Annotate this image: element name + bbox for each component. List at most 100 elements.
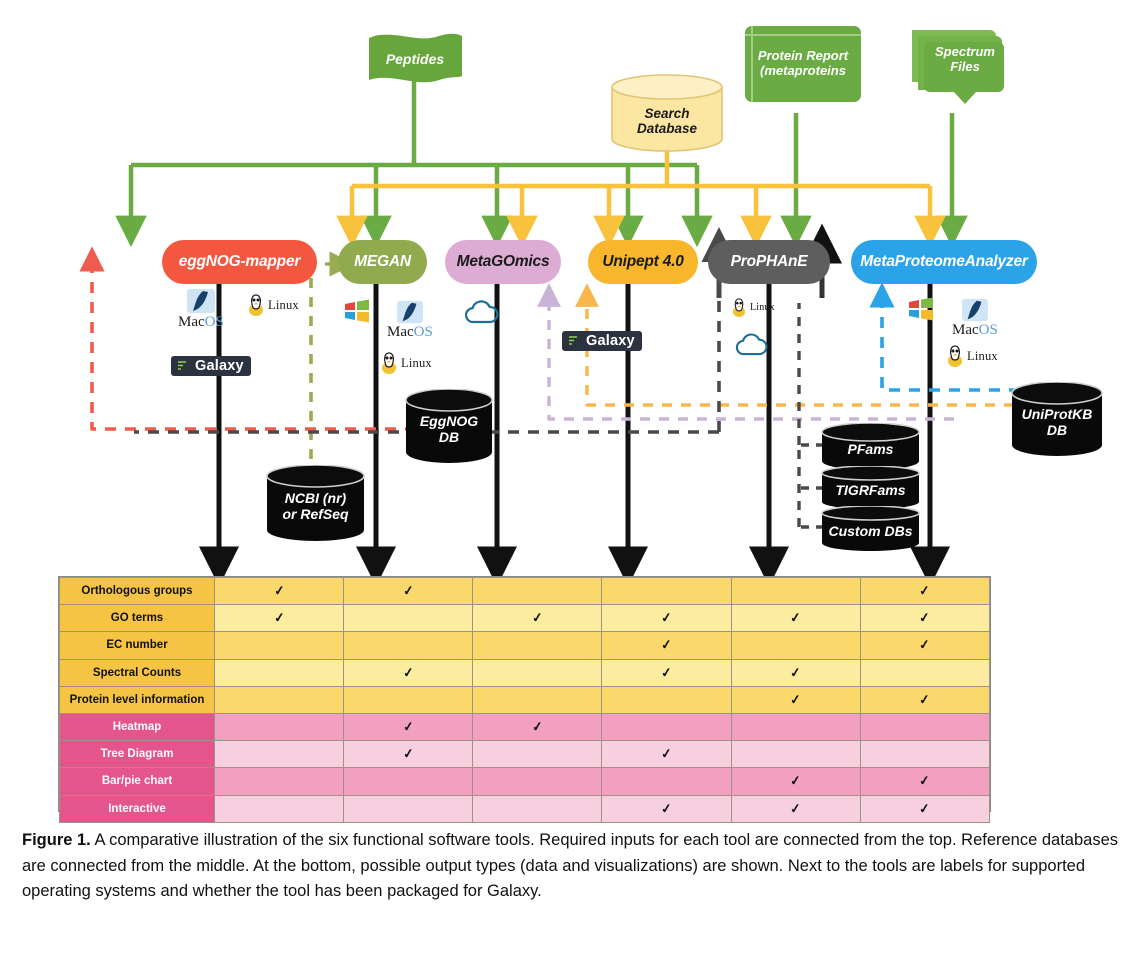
table-row: Orthologous groups✓✓✓ (59, 576, 991, 606)
check-icon: ✓ (789, 609, 802, 626)
cylinder-shape-icon (405, 389, 493, 463)
matrix-cell-megan (343, 631, 474, 660)
cylinder-shape-icon (611, 74, 723, 152)
input-spectrum-files[interactable]: Spectrum Files (908, 26, 1010, 106)
check-icon: ✓ (789, 772, 802, 789)
matrix-row-label: Interactive (59, 794, 215, 823)
linux-icon (249, 294, 263, 316)
cloud-icon (464, 300, 499, 324)
linux-icon (948, 345, 962, 367)
matrix-cell-megan: ✓ (343, 658, 474, 687)
tool-unipept[interactable]: Unipept 4.0 (588, 240, 698, 284)
matrix-row-label: Bar/pie chart (59, 767, 215, 796)
tool-megan-label: MEGAN (354, 253, 411, 270)
matrix-cell-megan (343, 604, 474, 633)
matrix-cell-prophane (730, 740, 861, 769)
check-icon: ✓ (402, 745, 415, 762)
matrix-cell-prophane (730, 712, 861, 742)
badge-macos-megan: MacOS (387, 300, 433, 341)
check-icon: ✓ (660, 609, 673, 626)
badge-macos-label: MacOS (952, 322, 998, 338)
matrix-cell-megan (343, 767, 474, 796)
check-icon: ✓ (402, 582, 415, 599)
badge-galaxy-label: Galaxy (586, 333, 635, 349)
windows-icon (345, 299, 369, 323)
cylinder-shape-icon (821, 466, 920, 509)
badge-linux-label: Linux (268, 297, 299, 312)
check-icon: ✓ (660, 800, 673, 817)
matrix-cell-eggnog-mapper (213, 740, 345, 769)
db-ncbi-label: NCBI (nr) or RefSeq (282, 489, 349, 522)
check-icon: ✓ (918, 609, 932, 626)
badge-linux-prophane: Linux (731, 298, 775, 317)
document-stack-shape-icon (912, 30, 1004, 104)
matrix-cell-metaproteomeanalyzer: ✓ (859, 685, 991, 714)
flag-shape-icon (369, 33, 462, 83)
input-peptides[interactable]: Peptides (365, 30, 465, 90)
badge-galaxy-metagomics: Galaxy (562, 331, 642, 351)
matrix-cell-metagomics (472, 631, 603, 660)
matrix-row-label: Spectral Counts (59, 658, 215, 687)
check-icon: ✓ (918, 691, 932, 708)
matrix-cell-prophane (730, 576, 861, 606)
galaxy-icon (566, 334, 582, 348)
tool-megan[interactable]: MEGAN (338, 240, 427, 284)
badge-linux-megan: Linux (380, 352, 432, 374)
windows-icon (909, 297, 933, 321)
check-icon: ✓ (272, 609, 286, 626)
input-protein-report[interactable]: Protein Report (metaproteins (743, 24, 863, 104)
tool-eggnog-mapper[interactable]: eggNOG-mapper (162, 240, 317, 284)
db-eggnog-label: EggNOG DB (419, 412, 479, 445)
output-matrix-table: Orthologous groups✓✓✓GO terms✓✓✓✓✓EC num… (59, 576, 991, 823)
linux-icon (732, 298, 746, 317)
db-uniprotkb[interactable]: UniProtKB DB (1010, 382, 1104, 458)
table-row: Tree Diagram✓✓ (59, 740, 991, 769)
matrix-cell-eggnog-mapper (213, 631, 345, 660)
figure-caption: Figure 1. A comparative illustration of … (22, 828, 1120, 905)
db-ncbi[interactable]: NCBI (nr) or RefSeq (265, 465, 366, 543)
tool-metaproteomeanalyzer[interactable]: MetaProteomeAnalyzer (851, 240, 1037, 284)
db-eggnog[interactable]: EggNOG DB (404, 389, 494, 465)
tool-metagomics[interactable]: MetaGOmics (445, 240, 561, 284)
matrix-cell-metaproteomeanalyzer (859, 740, 991, 769)
matrix-cell-metagomics: ✓ (472, 604, 603, 633)
check-icon: ✓ (789, 691, 802, 708)
matrix-row-label: Protein level information (59, 685, 215, 714)
check-icon: ✓ (918, 582, 932, 599)
db-pfams-label: PFams (847, 441, 894, 458)
check-icon: ✓ (531, 718, 544, 735)
matrix-cell-metagomics (472, 658, 603, 687)
matrix-cell-prophane: ✓ (730, 767, 861, 796)
check-icon: ✓ (660, 636, 673, 653)
matrix-cell-unipept-4-0 (601, 685, 732, 714)
matrix-cell-megan (343, 685, 474, 714)
matrix-cell-metaproteomeanalyzer: ✓ (859, 631, 991, 660)
matrix-row-label: Heatmap (59, 712, 215, 742)
cylinder-shape-icon (821, 423, 920, 470)
matrix-cell-megan: ✓ (343, 740, 474, 769)
db-pfams[interactable]: PFams (820, 423, 921, 470)
macos-icon (186, 289, 215, 313)
tool-prophane[interactable]: ProPHAnE (708, 240, 830, 284)
badge-linux-label: Linux (401, 355, 432, 370)
cylinder-shape-icon (266, 465, 365, 541)
matrix-cell-metagomics (472, 576, 603, 606)
badge-windows-megan (343, 298, 371, 324)
input-spectrum-files-label: Spectrum Files (935, 44, 995, 74)
db-custom[interactable]: Custom DBs (820, 506, 921, 552)
check-icon: ✓ (660, 664, 673, 681)
input-search-database[interactable]: Search Database (609, 74, 725, 152)
badge-windows-mpa (907, 296, 935, 322)
badge-linux-label: Linux (967, 348, 998, 363)
document-shape-icon (745, 26, 861, 102)
matrix-cell-eggnog-mapper (213, 767, 345, 796)
output-matrix: Orthologous groups✓✓✓GO terms✓✓✓✓✓EC num… (58, 576, 991, 823)
matrix-cell-prophane: ✓ (730, 685, 861, 714)
tool-metaproteomeanalyzer-label: MetaProteomeAnalyzer (860, 253, 1028, 270)
matrix-cell-metaproteomeanalyzer: ✓ (859, 767, 991, 796)
matrix-cell-eggnog-mapper (213, 658, 345, 687)
db-tigrfams[interactable]: TIGRFams (820, 466, 921, 510)
check-icon: ✓ (918, 636, 932, 653)
check-icon: ✓ (402, 664, 415, 681)
